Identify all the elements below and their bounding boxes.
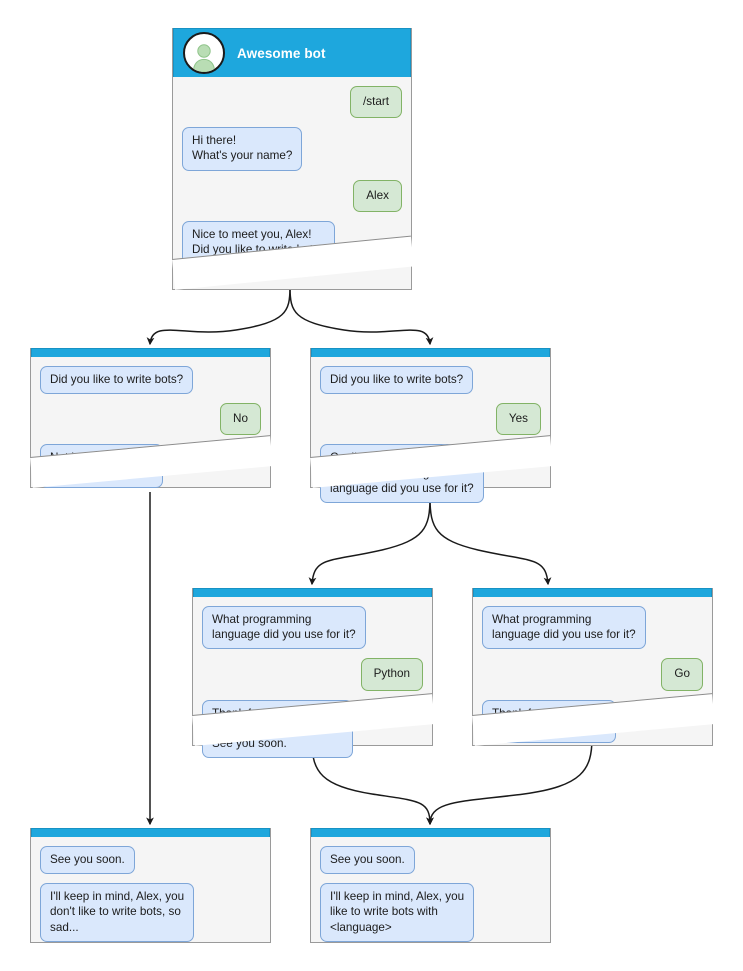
message-row: Go [482, 658, 703, 691]
chat-card-body: /start Hi there! What's your name? Alex … [173, 77, 411, 265]
bot-message-bubble[interactable]: Cool! I'm too! What programming language… [320, 444, 484, 504]
person-avatar-icon [183, 32, 225, 74]
chat-card-body: What programming language did you use fo… [193, 597, 432, 759]
bot-message-bubble[interactable]: Hi there! What's your name? [182, 127, 303, 171]
message-row: See you soon. [320, 846, 541, 875]
chat-card-body: Did you like to write bots? No Not bad n… [31, 357, 270, 488]
chat-card-header [193, 588, 432, 597]
message-row: Python [202, 658, 423, 691]
message-row: Alex [182, 179, 402, 212]
chat-card-header [311, 348, 550, 357]
chat-card-header [473, 588, 712, 597]
chat-card-end-no[interactable]: See you soon. I'll keep in mind, Alex, y… [30, 828, 271, 943]
message-row: I'll keep in mind, Alex, you like to wri… [320, 883, 541, 942]
chat-card-root[interactable]: Awesome bot /start Hi there! What's your… [172, 28, 414, 290]
bot-message-bubble[interactable]: What programming language did you use fo… [482, 606, 646, 650]
bot-name-label: Awesome bot [237, 45, 326, 61]
edge-root-to-yes [289, 286, 434, 346]
message-row: Yes [320, 403, 541, 436]
bot-message-bubble[interactable]: Did you like to write bots? [40, 366, 194, 395]
bot-message-bubble[interactable]: See you soon. [320, 846, 415, 875]
edge-yes-to-python [308, 497, 431, 586]
message-row: See you soon. [40, 846, 261, 875]
chat-card-header [311, 828, 550, 837]
message-row: Thank for information! See you soon. [482, 699, 703, 744]
message-row: What programming language did you use fo… [482, 606, 703, 650]
chat-card-body: What programming language did you use fo… [473, 597, 712, 744]
bot-message-bubble[interactable]: What programming language did you use fo… [202, 606, 366, 650]
message-row: Did you like to write bots? [40, 366, 261, 395]
message-row: Not bad not terrible. See you soon. [40, 444, 261, 488]
message-row: /start [182, 86, 402, 119]
chat-card-end-yes[interactable]: See you soon. I'll keep in mind, Alex, y… [310, 828, 551, 943]
message-row: Thank for all! Python is in my hearth! S… [202, 699, 423, 759]
user-message-bubble[interactable]: Yes [495, 403, 541, 436]
message-row: I'll keep in mind, Alex, you don't like … [40, 883, 261, 942]
chat-card-body: Did you like to write bots? Yes Cool! I'… [311, 357, 550, 504]
bot-message-bubble[interactable]: Nice to meet you, Alex! Did you like to … [182, 220, 336, 265]
bot-message-bubble[interactable]: I'll keep in mind, Alex, you like to wri… [320, 883, 475, 942]
chat-card-python-branch[interactable]: What programming language did you use fo… [192, 588, 435, 759]
chat-card-header: Awesome bot [173, 28, 411, 77]
chat-card-no-branch[interactable]: Did you like to write bots? No Not bad n… [30, 348, 273, 488]
bot-message-bubble[interactable]: Thank for all! Python is in my hearth! S… [202, 699, 354, 759]
message-row: What programming language did you use fo… [202, 606, 423, 650]
chat-card-body: See you soon. I'll keep in mind, Alex, y… [311, 837, 550, 942]
message-row: Nice to meet you, Alex! Did you like to … [182, 220, 402, 265]
bot-message-bubble[interactable]: Thank for information! See you soon. [482, 699, 616, 744]
chat-card-header [31, 828, 270, 837]
message-row: No [40, 403, 261, 436]
chat-card-go-branch[interactable]: What programming language did you use fo… [472, 588, 715, 746]
edge-go-to-end-yes [426, 737, 593, 826]
user-message-bubble[interactable]: Alex [353, 179, 402, 212]
user-message-bubble[interactable]: /start [350, 86, 402, 119]
user-message-bubble[interactable]: No [220, 403, 261, 436]
message-row: Did you like to write bots? [320, 366, 541, 395]
user-message-bubble[interactable]: Go [661, 658, 703, 691]
edge-root-to-no [146, 286, 291, 346]
bot-message-bubble[interactable]: See you soon. [40, 846, 135, 875]
bot-message-bubble[interactable]: Not bad not terrible. See you soon. [40, 444, 163, 488]
message-row: Hi there! What's your name? [182, 127, 402, 171]
bot-message-bubble[interactable]: Did you like to write bots? [320, 366, 474, 395]
chat-card-header [31, 348, 270, 357]
message-row: Cool! I'm too! What programming language… [320, 444, 541, 504]
chat-card-yes-branch[interactable]: Did you like to write bots? Yes Cool! I'… [310, 348, 553, 504]
bot-message-bubble[interactable]: I'll keep in mind, Alex, you don't like … [40, 883, 195, 942]
user-message-bubble[interactable]: Python [360, 658, 423, 691]
edge-yes-to-go [429, 497, 552, 586]
chat-card-body: See you soon. I'll keep in mind, Alex, y… [31, 837, 270, 942]
